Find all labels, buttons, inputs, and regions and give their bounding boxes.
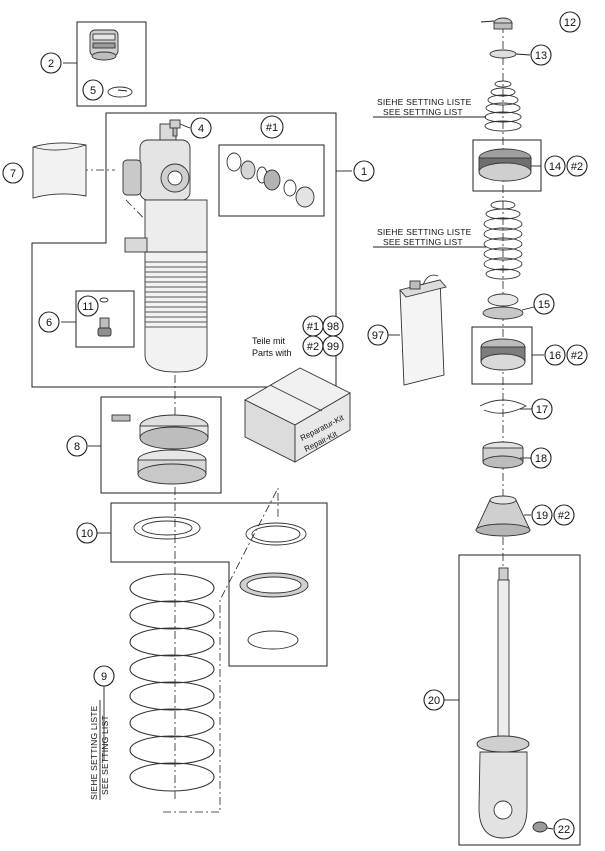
part-oil-can-97 bbox=[399, 274, 447, 386]
part-spring-adjuster-8 bbox=[111, 414, 209, 485]
callout-97: 97 bbox=[367, 324, 389, 346]
callout-16: 16 bbox=[544, 344, 566, 366]
callout-13: 13 bbox=[530, 44, 552, 66]
svg-text:12: 12 bbox=[564, 17, 576, 29]
svg-text:#2: #2 bbox=[558, 510, 570, 522]
part-piston-16 bbox=[480, 338, 526, 371]
callout-19: 19 bbox=[531, 504, 553, 526]
callout-10: 10 bbox=[76, 522, 98, 544]
setting-text-lower-de: SIEHE SETTING LISTE bbox=[377, 227, 472, 237]
svg-text:13: 13 bbox=[535, 50, 547, 62]
callout-15: 15 bbox=[533, 293, 555, 315]
box-compression-adjuster bbox=[76, 21, 147, 107]
part-bushing-22 bbox=[532, 821, 548, 833]
part-washer-13 bbox=[489, 49, 517, 59]
box-piston-16 bbox=[471, 326, 533, 385]
box-spring-adjuster bbox=[100, 396, 222, 494]
callout-8: 8 bbox=[66, 435, 88, 457]
svg-text:17: 17 bbox=[536, 404, 548, 416]
callout-2: 2 bbox=[40, 52, 62, 74]
svg-text:18: 18 bbox=[535, 453, 547, 465]
part-piston-rod-20 bbox=[476, 567, 530, 839]
setting-text-spring-de: SIEHE SETTING LISTE bbox=[89, 705, 99, 800]
svg-text:5: 5 bbox=[90, 85, 96, 97]
callout-kit2-19: #2 bbox=[553, 504, 575, 526]
part-sleeve-7 bbox=[32, 142, 87, 199]
callout-22: 22 bbox=[553, 818, 575, 840]
part-shim-stack-upper bbox=[484, 80, 522, 132]
svg-text:19: 19 bbox=[536, 510, 548, 522]
callout-6: 6 bbox=[38, 311, 60, 333]
callout-11: 11 bbox=[77, 295, 99, 317]
setting-text-upper-en: SEE SETTING LIST bbox=[383, 107, 463, 117]
part-kit-washers bbox=[226, 152, 315, 208]
part-bump-stop-19 bbox=[475, 495, 531, 537]
svg-text:16: 16 bbox=[549, 350, 561, 362]
callout-9: 9 bbox=[93, 665, 115, 687]
svg-text:99: 99 bbox=[327, 341, 339, 353]
part-circlip-17 bbox=[479, 399, 527, 414]
part-oring-5 bbox=[107, 86, 133, 98]
svg-text:7: 7 bbox=[10, 168, 16, 180]
box-spring-seats bbox=[110, 502, 328, 667]
svg-text:9: 9 bbox=[101, 671, 107, 683]
svg-text:1: 1 bbox=[361, 166, 367, 178]
callout-kit1-legend: #1 bbox=[302, 315, 324, 337]
part-nut-12 bbox=[493, 17, 513, 30]
part-valve-11 bbox=[97, 297, 112, 337]
svg-text:8: 8 bbox=[74, 441, 80, 453]
svg-text:4: 4 bbox=[198, 123, 204, 135]
svg-text:10: 10 bbox=[81, 528, 93, 540]
callout-99: 99 bbox=[322, 335, 344, 357]
part-spring-seats-10 bbox=[133, 516, 309, 650]
svg-text:20: 20 bbox=[428, 695, 440, 707]
callout-5: 5 bbox=[82, 79, 104, 101]
callout-kit2-14: #2 bbox=[566, 155, 588, 177]
svg-text:#1: #1 bbox=[266, 122, 278, 134]
repair-kit-box bbox=[244, 367, 351, 463]
svg-text:11: 11 bbox=[82, 301, 93, 313]
box-piston-14 bbox=[472, 139, 542, 192]
svg-text:22: 22 bbox=[558, 824, 570, 836]
callout-kit2-legend: #2 bbox=[302, 335, 324, 357]
callout-1: 1 bbox=[353, 160, 375, 182]
part-spring-9 bbox=[129, 573, 215, 792]
setting-text-lower-en: SEE SETTING LIST bbox=[383, 237, 463, 247]
callout-kit2-16: #2 bbox=[566, 344, 588, 366]
callout-7: 7 bbox=[2, 162, 24, 184]
svg-text:6: 6 bbox=[46, 317, 52, 329]
callout-kit1-top: #1 bbox=[260, 115, 284, 139]
callout-4: 4 bbox=[190, 117, 212, 139]
part-shim-stack-lower bbox=[483, 200, 523, 280]
callout-12: 12 bbox=[559, 11, 581, 33]
svg-text:#1: #1 bbox=[307, 321, 319, 333]
part-adjuster-2 bbox=[89, 29, 119, 61]
part-damper-body bbox=[122, 123, 208, 373]
box-damper-body bbox=[31, 112, 337, 388]
box-kit-1 bbox=[218, 144, 325, 217]
legend-teile-mit: Teile mit bbox=[252, 336, 286, 346]
svg-text:#2: #2 bbox=[307, 341, 319, 353]
box-valve bbox=[75, 290, 135, 348]
svg-text:#2: #2 bbox=[571, 161, 583, 173]
callout-17: 17 bbox=[531, 398, 553, 420]
setting-text-upper-de: SIEHE SETTING LISTE bbox=[377, 97, 472, 107]
callout-20: 20 bbox=[423, 689, 445, 711]
setting-text-spring-en: SEE SETTING LIST bbox=[100, 715, 110, 795]
leader-lines bbox=[61, 20, 554, 830]
part-spacer-15 bbox=[482, 293, 524, 320]
callout-14: 14 bbox=[544, 155, 566, 177]
svg-text:98: 98 bbox=[327, 321, 339, 333]
svg-text:97: 97 bbox=[372, 330, 384, 342]
callout-18: 18 bbox=[530, 447, 552, 469]
part-piston-14 bbox=[478, 148, 532, 182]
svg-text:2: 2 bbox=[48, 58, 54, 70]
svg-text:15: 15 bbox=[538, 299, 550, 311]
svg-text:#2: #2 bbox=[571, 350, 583, 362]
legend-parts-with: Parts with bbox=[252, 348, 292, 358]
svg-text:14: 14 bbox=[549, 161, 561, 173]
part-bushing-18 bbox=[482, 441, 524, 469]
callout-98: 98 bbox=[322, 315, 344, 337]
